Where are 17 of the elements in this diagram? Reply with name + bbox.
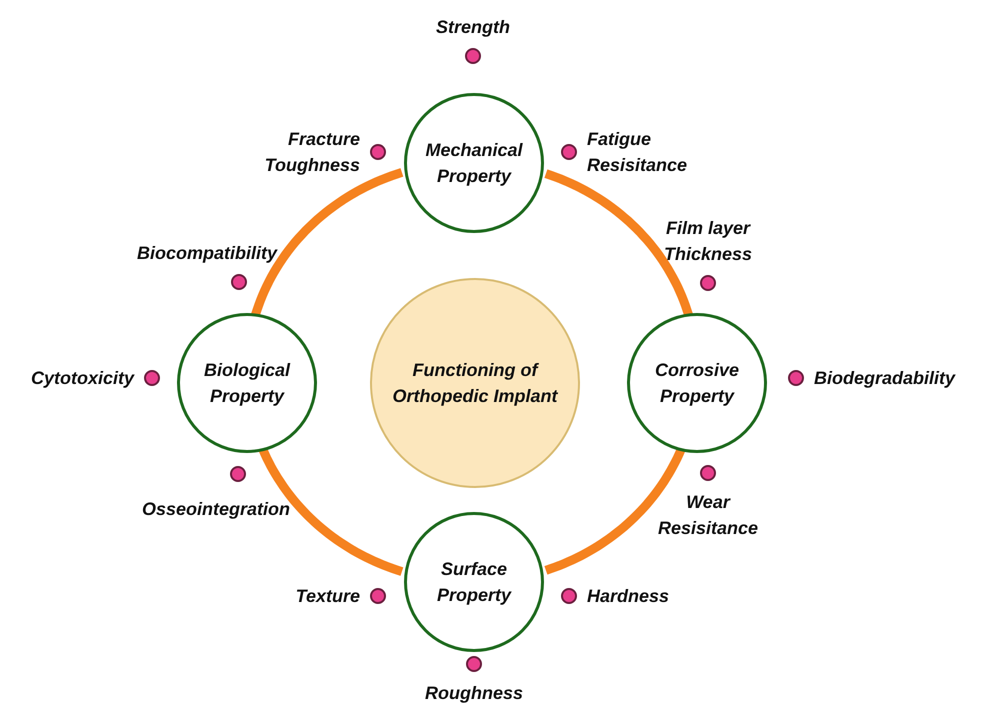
circle-label: Surface Property	[436, 558, 513, 607]
circle-label: Functioning of Orthopedic Implant	[391, 359, 559, 408]
circle-label: Biological Property	[202, 359, 292, 408]
property-label: Fracture Toughness	[264, 128, 360, 177]
circle-label: Corrosive Property	[654, 359, 740, 408]
property-label: Texture	[296, 585, 360, 608]
property-label: Strength	[436, 16, 510, 39]
property-label: Cytotoxicity	[30, 367, 134, 390]
property-label: Biocompatibility	[137, 242, 277, 265]
circle-label: Mechanical Property	[424, 139, 524, 188]
property-label: Wear Resisitance	[656, 491, 760, 540]
property-label: Osseointegration	[142, 498, 290, 521]
property-label: Roughness	[425, 682, 523, 705]
property-label: Biodegradability	[814, 367, 956, 390]
property-label: Film layer Thickness	[662, 217, 754, 266]
property-label: Hardness	[587, 585, 670, 608]
property-label: Fatigue Resisitance	[587, 128, 688, 177]
